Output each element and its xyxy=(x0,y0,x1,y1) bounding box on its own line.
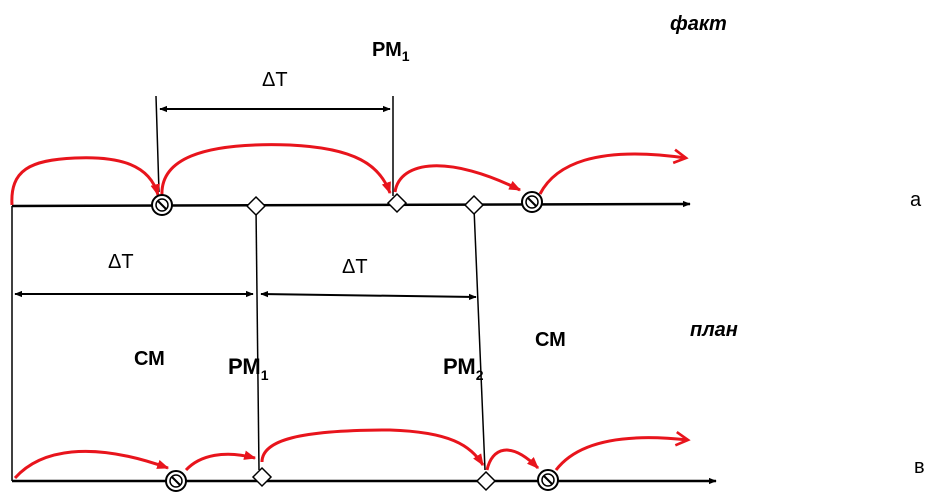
bottom-prohibited-icon-1 xyxy=(165,470,187,492)
mid-delta-t-label: ΔТ xyxy=(342,256,368,278)
top-flow-arrow-1 xyxy=(10,156,160,206)
top-flow-arrow-3 xyxy=(393,164,522,193)
bottom-flow-arrow-5 xyxy=(554,438,688,471)
sm-right-label: СМ xyxy=(535,329,566,351)
top-delta-t-label: ΔТ xyxy=(262,69,288,91)
top-prohibited-icon-2 xyxy=(521,191,543,213)
line-b-label: в xyxy=(914,456,925,478)
bottom-flow-arrow-4 xyxy=(485,448,540,471)
rm2-mid-label: РМ2 xyxy=(443,354,484,383)
fact-label: факт xyxy=(670,13,727,35)
top-diamond-icon-2 xyxy=(386,192,408,214)
left-delta-t-label: ΔТ xyxy=(108,251,134,273)
rm2-vertical-line xyxy=(473,207,486,471)
top-rm1-label: РМ1 xyxy=(372,39,410,64)
bottom-flow-arrow-2 xyxy=(184,450,257,472)
sm-left-label: СМ xyxy=(134,348,165,370)
top-dt-left-extension xyxy=(155,95,160,193)
line-a-label: а xyxy=(910,189,922,211)
top-diamond-icon-1 xyxy=(245,195,267,217)
mid-delta-t-dimension xyxy=(260,290,477,301)
top-prohibited-icon-1 xyxy=(151,194,173,216)
top-time-axis xyxy=(11,200,691,208)
rm1-vertical-line xyxy=(255,207,260,471)
bottom-diamond-icon-1 xyxy=(251,466,273,488)
bottom-prohibited-icon-2 xyxy=(537,469,559,491)
bottom-flow-arrow-1 xyxy=(13,449,170,479)
rm1-mid-label: РМ1 xyxy=(228,354,269,383)
bottom-flow-arrow-3 xyxy=(260,428,485,467)
top-flow-arrow-2 xyxy=(160,143,392,197)
plan-label: план xyxy=(690,319,738,341)
bottom-diamond-icon-2 xyxy=(475,470,497,492)
top-flow-arrow-4 xyxy=(538,154,686,195)
top-diamond-icon-3 xyxy=(463,194,485,216)
